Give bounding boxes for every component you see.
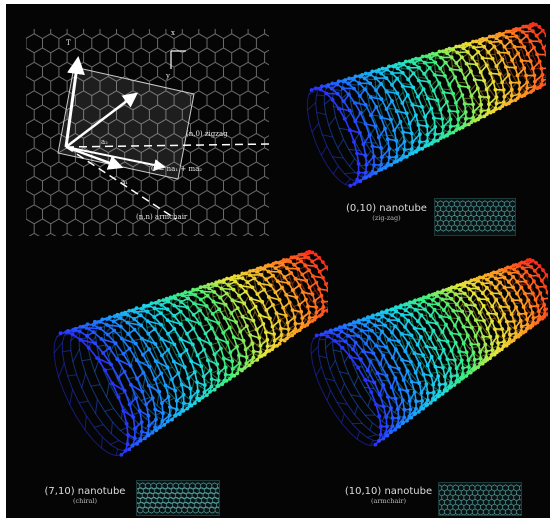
- label-x-axis: x: [171, 29, 175, 37]
- caption-armchair: (10,10) nanotube (armchair): [336, 486, 441, 505]
- caption-zigzag: (0,10) nanotube (zig-zag): [329, 203, 444, 222]
- caption-zigzag-title: (0,10) nanotube: [346, 203, 427, 214]
- label-a2: a₂: [101, 138, 108, 146]
- thumbnail-zigzag: [434, 198, 516, 236]
- t-vector: [64, 56, 85, 148]
- chiral-vector: [65, 146, 166, 171]
- nanotube-zigzag: [306, 22, 546, 188]
- graphene-lattice: [26, 29, 269, 236]
- label-zigzag-direction: (n,0) zigzag: [186, 130, 228, 138]
- nanotube-chiral: [53, 249, 328, 457]
- figure-frame: x y T (n,0) zigzag (n,n) armchair C = na…: [6, 4, 550, 518]
- caption-armchair-title: (10,10) nanotube: [344, 486, 433, 497]
- label-armchair-direction: (n,n) armchair: [136, 213, 188, 221]
- caption-zigzag-subtitle: (zig-zag): [372, 213, 401, 222]
- thumbnail-armchair: [438, 482, 522, 516]
- zigzag-direction-line: [65, 143, 269, 148]
- armchair-direction-line: [65, 146, 177, 220]
- label-a1: a₁: [121, 178, 128, 186]
- hex-grid: [26, 29, 269, 236]
- caption-chiral-subtitle: (chiral): [72, 496, 98, 505]
- a1-vector: [65, 145, 124, 170]
- label-chiral-vector: C = na₁ + ma₂: [151, 165, 203, 173]
- label-t-vector: T: [66, 39, 71, 47]
- thumbnail-chiral: [136, 480, 220, 516]
- nanotube-armchair: [310, 258, 548, 447]
- caption-chiral-title: (7,10) nanotube: [44, 486, 126, 497]
- label-y-axis: y: [166, 72, 170, 80]
- graphene-lattice-panel: x y T (n,0) zigzag (n,n) armchair C = na…: [26, 29, 269, 236]
- caption-armchair-subtitle: (armchair): [370, 496, 407, 505]
- unit-cell: [57, 66, 195, 180]
- caption-chiral: (7,10) nanotube (chiral): [40, 486, 130, 505]
- a2-vector: [65, 92, 138, 148]
